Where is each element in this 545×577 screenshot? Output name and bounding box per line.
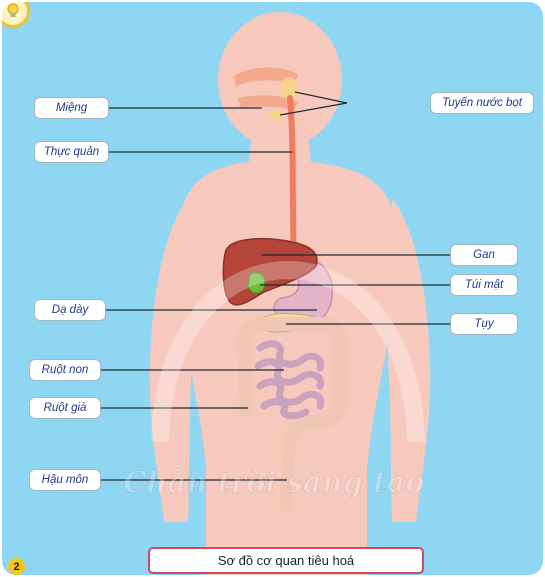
label-tuyen-nuoc-bot: Tuyến nước bọt: [430, 92, 534, 114]
label-da-day: Dạ dày: [34, 299, 106, 321]
figure-number-badge: 2: [8, 558, 25, 575]
diagram-caption: Sơ đồ cơ quan tiêu hoá: [148, 547, 424, 574]
watermark-text: Chân trời sáng tạo: [123, 465, 424, 499]
label-gan: Gan: [450, 244, 518, 266]
label-tui-mat: Túi mật: [450, 274, 518, 296]
label-mieng: Miệng: [34, 97, 109, 119]
esophagus-shape: [290, 98, 294, 264]
label-tuy: Tụy: [450, 313, 518, 335]
label-hau-mon: Hậu môn: [29, 469, 101, 491]
label-thuc-quan: Thực quản: [34, 141, 109, 163]
label-ruot-non: Ruột non: [29, 359, 101, 381]
label-ruot-gia: Ruột già: [29, 397, 101, 419]
